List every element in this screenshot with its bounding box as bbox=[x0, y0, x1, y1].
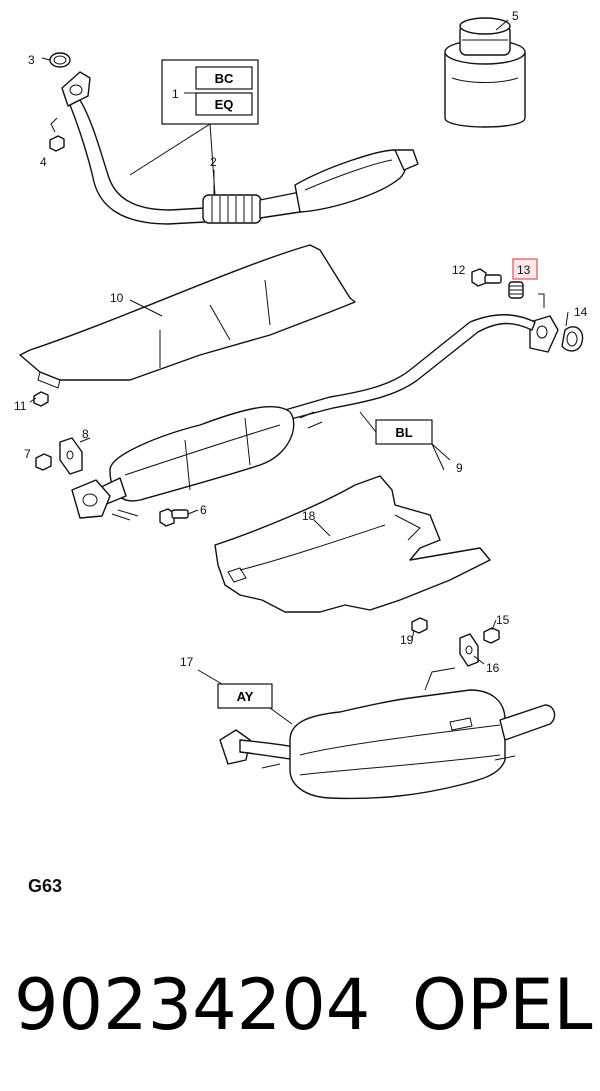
heat-shield-lower bbox=[214, 475, 491, 613]
rubber-mount-16 bbox=[459, 633, 479, 667]
callout-13: 13 bbox=[517, 263, 531, 277]
callout-5: 5 bbox=[512, 9, 519, 23]
rubber-mount-8 bbox=[59, 437, 83, 475]
callout-18: 18 bbox=[302, 509, 316, 523]
callout-10: 10 bbox=[110, 291, 124, 305]
brand-name: OPEL bbox=[412, 964, 593, 1046]
heat-shield-upper bbox=[19, 244, 356, 389]
nut-4 bbox=[49, 135, 65, 152]
variant-box-bc-eq: BC EQ bbox=[161, 59, 259, 125]
callout-15: 15 bbox=[496, 613, 510, 627]
callout-3: 3 bbox=[28, 53, 35, 67]
sealant-can bbox=[444, 17, 526, 128]
bolt-12 bbox=[471, 268, 502, 287]
callout-1: 1 bbox=[172, 87, 179, 101]
callout-13-highlight bbox=[512, 258, 538, 280]
nut-11 bbox=[33, 391, 49, 407]
callout-12: 12 bbox=[452, 263, 466, 277]
nut-19 bbox=[411, 617, 428, 634]
callout-19: 19 bbox=[400, 633, 414, 647]
middle-pipe-resonator bbox=[71, 314, 559, 521]
bolt-6 bbox=[159, 508, 189, 527]
box-eq: EQ bbox=[215, 97, 234, 112]
variant-box-bl bbox=[375, 419, 433, 445]
callout-2: 2 bbox=[210, 155, 217, 169]
rubber-ring-14 bbox=[561, 326, 584, 352]
spring-13 bbox=[508, 281, 545, 308]
callout-7: 7 bbox=[24, 447, 31, 461]
front-pipe-catalyst bbox=[61, 71, 419, 225]
rear-silencer bbox=[219, 667, 556, 800]
gasket-ring bbox=[49, 52, 71, 68]
box-bc: BC bbox=[215, 71, 234, 86]
footer: 90234204 OPEL bbox=[0, 955, 600, 1065]
callout-14: 14 bbox=[574, 305, 588, 319]
callout-9: 9 bbox=[456, 461, 463, 475]
callout-4: 4 bbox=[40, 155, 47, 169]
exhaust-system-diagram: BC EQ bbox=[14, 9, 588, 800]
variant-box-ay bbox=[217, 683, 273, 709]
callout-6: 6 bbox=[200, 503, 207, 517]
diagram-code: G63 bbox=[28, 876, 63, 896]
callout-17: 17 bbox=[180, 655, 194, 669]
nut-15 bbox=[483, 627, 500, 644]
box-ay: AY bbox=[237, 689, 254, 704]
part-number: 90234204 bbox=[14, 964, 371, 1046]
callout-11: 11 bbox=[14, 399, 27, 413]
callout-8: 8 bbox=[82, 427, 89, 441]
nut-7 bbox=[35, 453, 52, 471]
box-bl: BL bbox=[395, 425, 412, 440]
callout-16: 16 bbox=[486, 661, 500, 675]
